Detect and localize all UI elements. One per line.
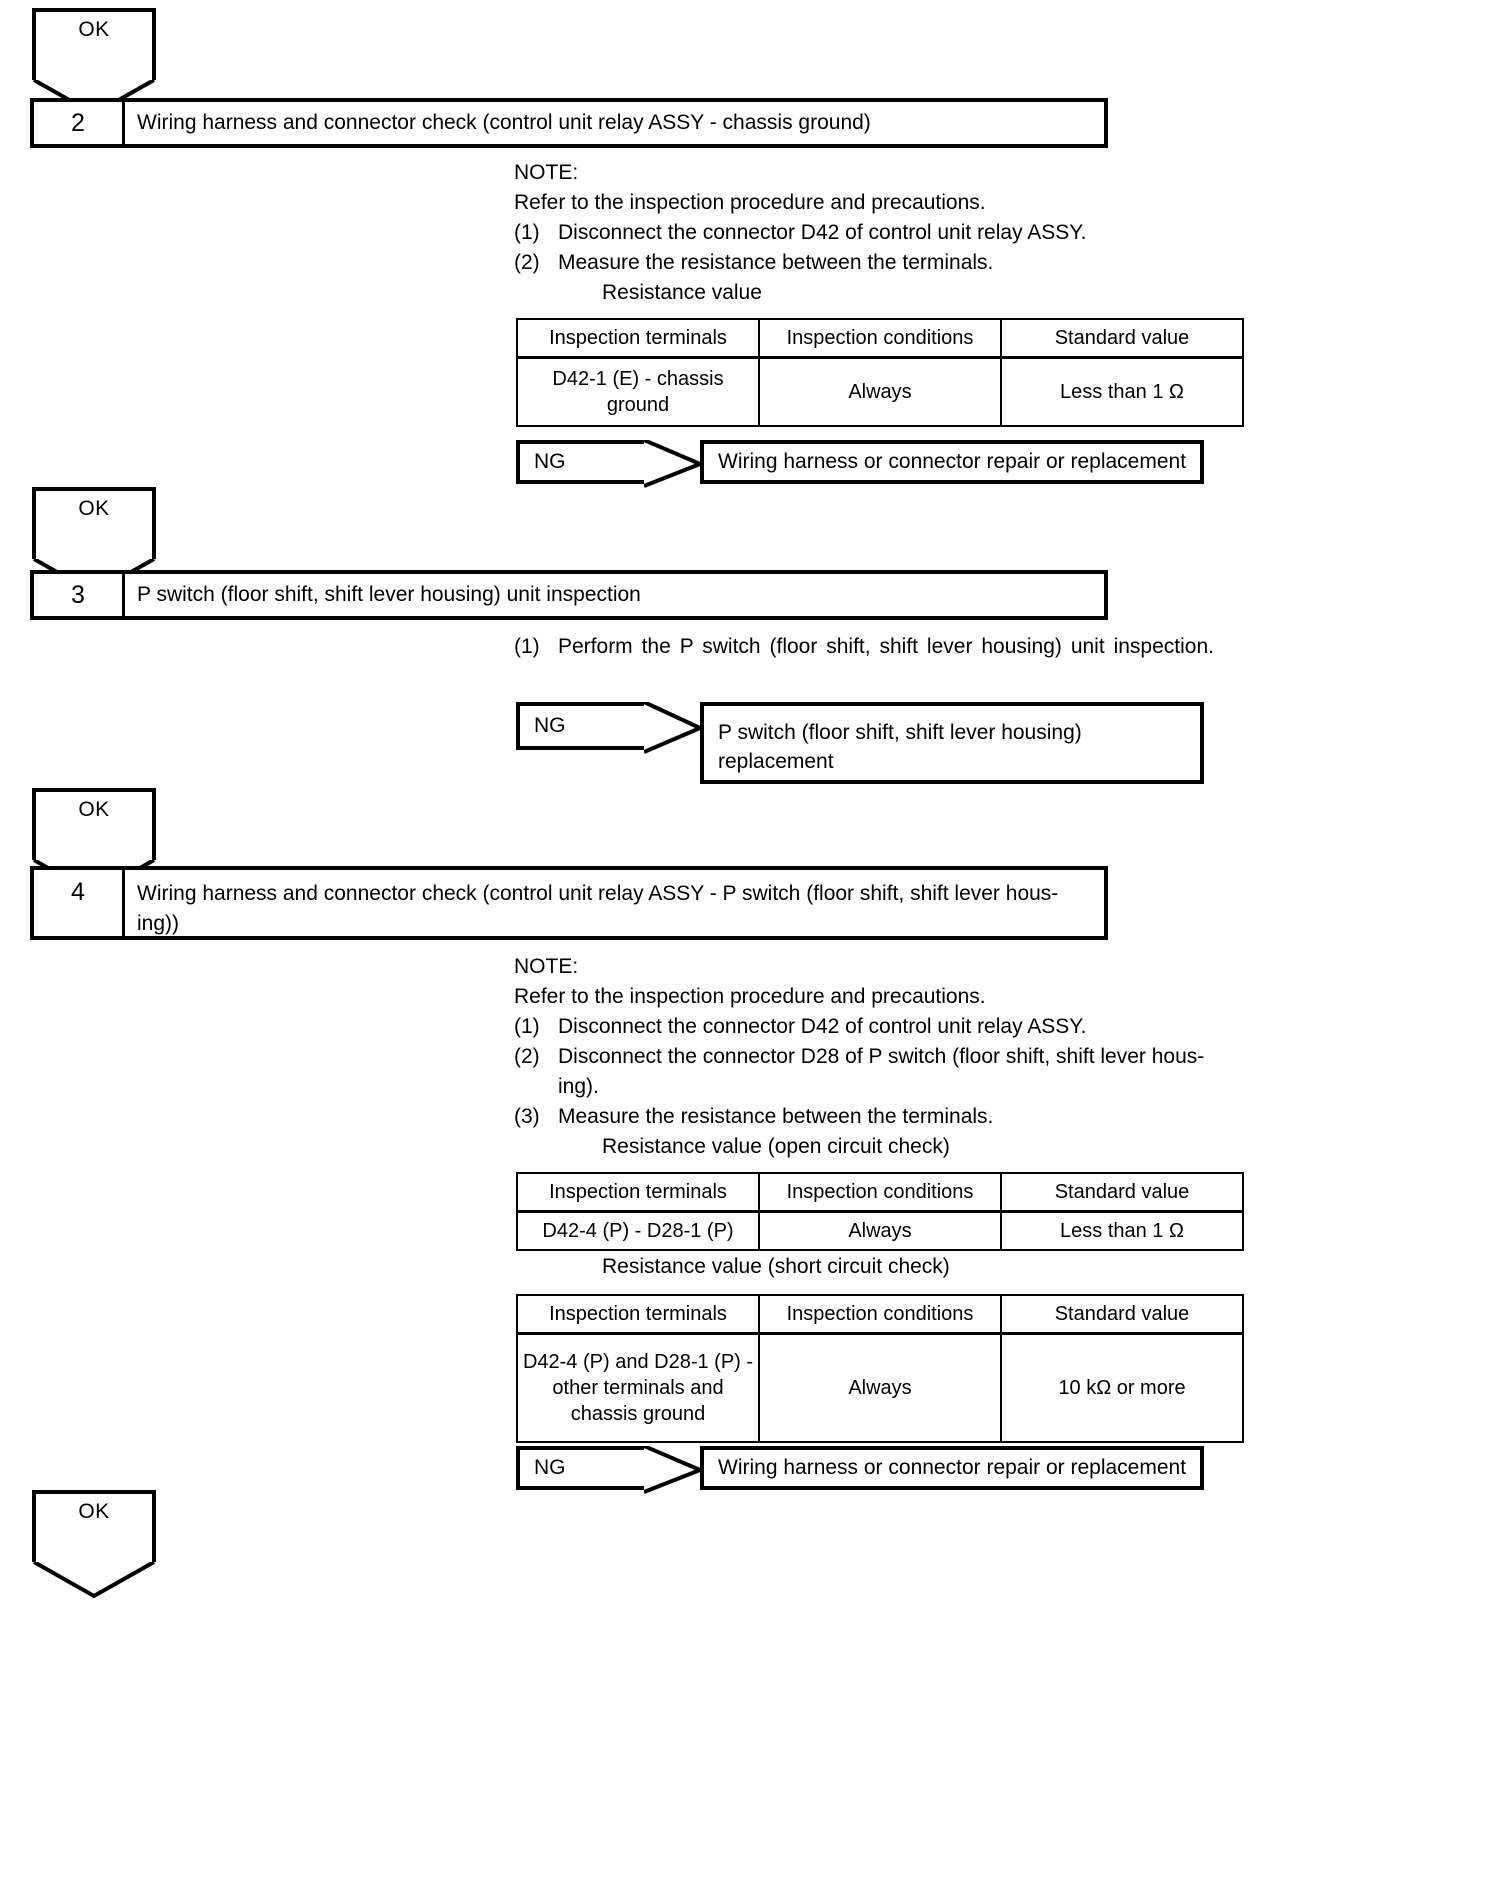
ng-branch-step4: NG Wiring harness or connector repair or… [516,1446,1204,1494]
table-caption-open: Resistance value (open circuit check) [602,1135,950,1158]
ng-result-box: Wiring harness or connector repair or re… [700,1446,1204,1490]
table-row: D42-4 (P) - D28-1 (P) Always Less than 1… [516,1210,1244,1251]
note-text: Refer to the inspection procedure and pr… [514,985,986,1008]
procedure-item: (2) Measure the resistance between the t… [514,248,1214,278]
ng-label: NG [534,1456,566,1479]
procedure-number: (1) [514,1015,540,1038]
ok-label: OK [78,497,110,520]
table-row: D42-1 (E) - chassis ground Always Less t… [516,356,1244,427]
column-header-conditions: Inspection conditions [758,1172,1002,1213]
ng-arrow-spacer [644,702,700,784]
cell-standard: Less than 1 Ω [1000,1210,1244,1251]
step-bar-4: 4 Wiring harness and connector check (co… [30,866,1108,940]
procedure-item: (3) Measure the resistance between the t… [514,1102,1214,1132]
ok-connector-1: OK [32,8,156,117]
step-number: 2 [34,102,125,144]
cell-conditions: Always [758,356,1002,427]
cell-standard: Less than 1 Ω [1000,356,1244,427]
ng-arrow-spacer [644,440,700,484]
note-heading: NOTE: [514,161,579,184]
table-caption: Resistance value [602,281,762,304]
ng-tag: NG [516,440,704,488]
column-header-standard: Standard value [1000,1294,1244,1335]
column-header-conditions: Inspection conditions [758,1294,1002,1335]
note-heading: NOTE: [514,955,579,978]
table-row: D42-4 (P) and D28-1 (P) - other terminal… [516,1332,1244,1443]
step2-note-block: NOTE: Refer to the inspection procedure … [514,158,1214,308]
ok-label: OK [78,1500,110,1523]
procedure-item: (1) Disconnect the connector D42 of cont… [514,218,1214,248]
ng-arrow-icon [644,702,704,754]
step-bar-2: 2 Wiring harness and connector check (co… [30,98,1108,148]
resistance-table-step2: Inspection terminals Inspection conditio… [516,318,1244,427]
cell-terminals: D42-4 (P) - D28-1 (P) [516,1210,760,1251]
table-caption-short: Resistance value (short circuit check) [602,1255,950,1278]
resistance-table-open-circuit: Inspection terminals Inspection conditio… [516,1172,1244,1251]
cell-terminals: D42-1 (E) - chassis ground [516,356,760,427]
procedure-item: (2) Disconnect the connector D28 of P sw… [514,1042,1214,1072]
ng-arrow-spacer [644,1446,700,1490]
procedure-number: (3) [514,1105,540,1128]
procedure-text: Measure the resistance between the termi… [558,251,994,274]
ng-result-box: Wiring harness or connector repair or re… [700,440,1204,484]
step-title-line2: ing)) [137,912,180,936]
ok-connector-2: OK [32,487,156,596]
procedure-text-continued: ing). [558,1075,599,1098]
ok-connector-3: OK [32,788,156,897]
ng-branch-step3: NG P switch (floor shift, shift lever ho… [516,702,1204,784]
step-bar-3: 3 P switch (floor shift, shift lever hou… [30,570,1108,620]
procedure-number: (2) [514,1045,540,1068]
cell-conditions: Always [758,1332,1002,1443]
column-header-terminals: Inspection terminals [516,318,760,359]
ok-label: OK [78,798,110,821]
ng-result-box: P switch (floor shift, shift lever housi… [700,702,1204,784]
procedure-text: Disconnect the connector D28 of P switch… [558,1045,1205,1068]
column-header-terminals: Inspection terminals [516,1294,760,1335]
cell-conditions: Always [758,1210,1002,1251]
ng-branch-step2: NG Wiring harness or connector repair or… [516,440,1204,488]
step-number: 4 [34,870,125,936]
step-title: Wiring harness and connector check (cont… [125,870,1104,936]
column-header-conditions: Inspection conditions [758,318,1002,359]
procedure-item: (1) Disconnect the connector D42 of cont… [514,1012,1214,1042]
ng-tag: NG [516,702,704,754]
procedure-text: Perform the P switch (floor shift, shift… [558,635,1214,658]
ok-connector-4: OK [32,1490,156,1599]
ng-arrow-icon [644,1446,704,1494]
ng-label: NG [534,450,566,473]
column-header-terminals: Inspection terminals [516,1172,760,1213]
ng-label: NG [534,714,566,737]
table-header-row: Inspection terminals Inspection conditio… [516,1294,1244,1335]
ok-arrow-point [32,1562,156,1599]
ok-label: OK [78,18,110,41]
procedure-number: (2) [514,251,540,274]
resistance-table-short-circuit: Inspection terminals Inspection conditio… [516,1294,1244,1443]
column-header-standard: Standard value [1000,1172,1244,1213]
step-title: P switch (floor shift, shift lever housi… [137,582,641,606]
column-header-standard: Standard value [1000,318,1244,359]
procedure-number: (1) [514,635,540,658]
procedure-text: Measure the resistance between the termi… [558,1105,994,1128]
note-text: Refer to the inspection procedure and pr… [514,191,986,214]
ng-arrow-icon [644,440,704,488]
step-title: Wiring harness and connector check (cont… [137,110,871,134]
procedure-text: Disconnect the connector D42 of control … [558,221,1087,244]
step-title-line1: Wiring harness and connector check (cont… [137,882,1059,905]
procedure-text: Disconnect the connector D42 of control … [558,1015,1087,1038]
step4-short-caption-block: Resistance value (short circuit check) [514,1252,1214,1282]
step-number: 3 [34,574,125,616]
cell-standard: 10 kΩ or more [1000,1332,1244,1443]
table-header-row: Inspection terminals Inspection conditio… [516,318,1244,359]
cell-terminals: D42-4 (P) and D28-1 (P) - other terminal… [516,1332,760,1443]
procedure-number: (1) [514,221,540,244]
procedure-item: (1) Perform the P switch (floor shift, s… [514,632,1214,662]
table-header-row: Inspection terminals Inspection conditio… [516,1172,1244,1213]
ng-tag: NG [516,1446,704,1494]
step3-note-block: (1) Perform the P switch (floor shift, s… [514,632,1214,662]
step4-note-block: NOTE: Refer to the inspection procedure … [514,952,1214,1162]
